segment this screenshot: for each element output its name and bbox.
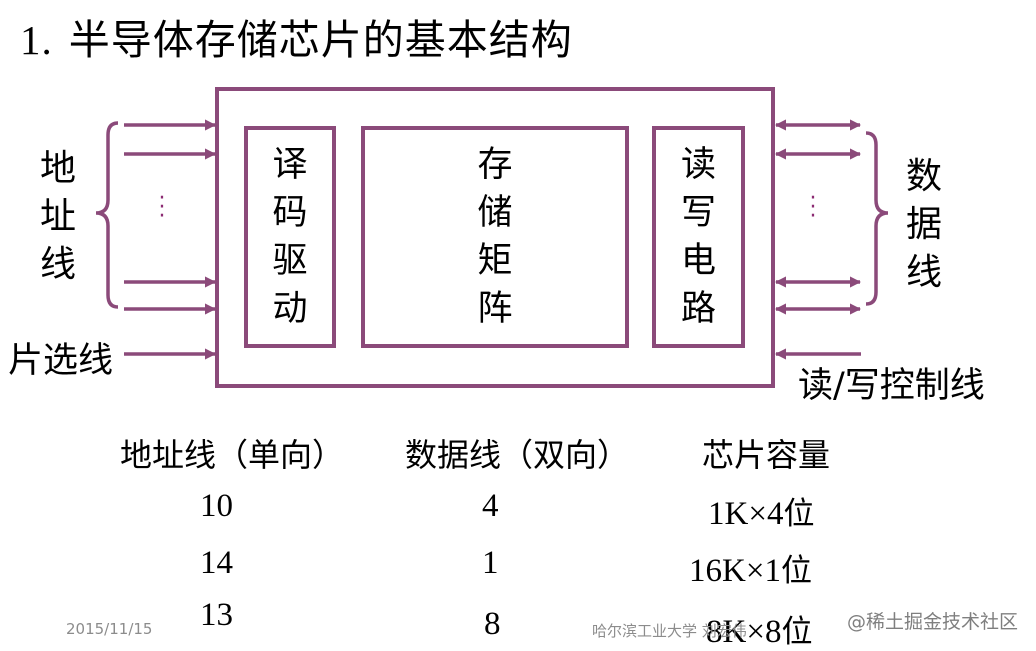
row3-capacity-num: 8K×8 [706, 614, 782, 650]
title-text: 半导体存储芯片的基本结构 [68, 16, 573, 64]
stacked-char: 阵 [477, 289, 513, 329]
row1-data: 4 [482, 488, 499, 524]
row2-capacity-num: 16K×1 [689, 553, 781, 589]
row2-capacity: 16K×1位 [689, 545, 812, 590]
stacked-char: 线 [905, 252, 942, 293]
rw-circuit-label: 读写电路 [654, 128, 743, 346]
footer-author: 哈尔滨工业大学 刘宏伟 [592, 622, 747, 640]
row3-capacity-unit: 位 [781, 614, 813, 650]
chip-outline [215, 87, 775, 388]
row3-capacity: 8K×8位 [706, 606, 812, 651]
stacked-char: 写 [680, 193, 716, 233]
stacked-char: 址 [39, 196, 76, 237]
address-lines-label: 地址线 [38, 145, 78, 289]
rw-control-label: 读/写控制线 [798, 366, 985, 406]
row2-address: 14 [200, 545, 233, 581]
header-address: 地址线（单向） [120, 436, 345, 474]
row1-address: 10 [200, 488, 233, 524]
decoder-block [244, 126, 336, 348]
header-capacity: 芯片容量 [702, 436, 831, 474]
watermark: @稀土掘金技术社区 [846, 611, 1018, 633]
stacked-char: 地 [39, 148, 76, 189]
stacked-char: 读 [680, 145, 716, 185]
row3-data: 8 [484, 606, 501, 642]
stacked-char: 据 [905, 204, 942, 245]
page-title: 1. 半导体存储芯片的基本结构 [20, 6, 573, 66]
title-number: 1. [20, 17, 53, 63]
row1-capacity: 1K×4位 [708, 488, 814, 533]
rw-circuit-block [652, 126, 745, 348]
stacked-char: 码 [272, 193, 308, 233]
matrix-label: 存储矩阵 [363, 128, 627, 346]
row2-data: 1 [482, 545, 499, 581]
row1-capacity-unit: 位 [783, 496, 815, 532]
stacked-char: 线 [39, 244, 76, 285]
stacked-char: 储 [477, 193, 513, 233]
address-brace [95, 121, 119, 309]
stacked-char: 矩 [477, 241, 513, 281]
row3-address: 13 [200, 597, 233, 633]
chip-select-label: 片选线 [8, 341, 114, 381]
data-ellipsis: ··· [809, 186, 817, 229]
footer-date: 2015/11/15 [66, 620, 153, 638]
decoder-label: 译码驱动 [246, 128, 334, 346]
matrix-block [361, 126, 629, 348]
stacked-char: 动 [272, 289, 308, 329]
data-brace [865, 131, 889, 306]
stacked-char: 数 [905, 156, 942, 197]
row1-capacity-num: 1K×4 [708, 496, 784, 532]
stacked-char: 存 [477, 145, 513, 185]
stacked-char: 路 [680, 289, 716, 329]
stacked-char: 电 [680, 241, 716, 281]
row2-capacity-unit: 位 [780, 553, 812, 589]
address-ellipsis: ··· [158, 186, 166, 229]
header-data: 数据线（双向） [405, 436, 630, 474]
stacked-char: 驱 [272, 241, 308, 281]
data-lines-label: 数据线 [904, 153, 944, 297]
stacked-char: 译 [272, 145, 308, 185]
